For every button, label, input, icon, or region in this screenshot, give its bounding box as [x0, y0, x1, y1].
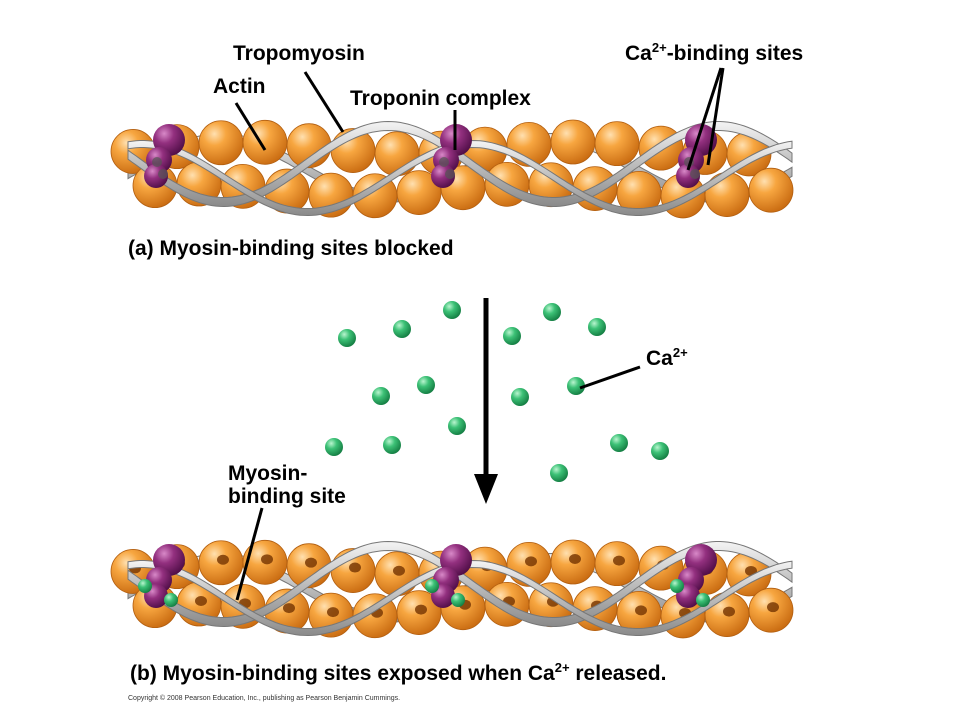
ca-binding-site: [690, 169, 700, 179]
calcium-ion: [383, 436, 401, 454]
actin-subunit: [374, 131, 420, 177]
myosin-binding-site: [393, 565, 405, 576]
myosin-binding-site: [261, 554, 273, 565]
leader-tropomyosin: [303, 71, 345, 133]
myosin-binding-site: [327, 607, 339, 618]
calcium-ion: [393, 320, 411, 338]
myosin-binding-site: [525, 556, 537, 567]
bound-calcium-ion: [164, 593, 178, 607]
calcium-ion: [443, 301, 461, 319]
calcium-ion: [550, 464, 568, 482]
caption-b: (b) Myosin-binding sites exposed when Ca…: [130, 660, 667, 686]
myosin-binding-site: [767, 602, 779, 613]
myosin-binding-site: [305, 557, 317, 568]
filament-b: [110, 539, 794, 639]
ca-binding-site: [152, 157, 162, 167]
myosin-binding-site: [195, 596, 207, 607]
caption-b-post: released.: [569, 662, 667, 685]
leader-lines: [234, 67, 725, 601]
calcium-ion: [511, 388, 529, 406]
calcium-ion: [543, 303, 561, 321]
myosin-binding-site: [217, 554, 229, 565]
calcium-ion: [448, 417, 466, 435]
bound-calcium-ion: [670, 579, 684, 593]
leader-actin: [234, 102, 267, 151]
actin-subunit: [594, 121, 640, 167]
myosin-binding-site: [723, 606, 735, 617]
label-myosin-line2: binding site: [228, 485, 346, 509]
label-ca-ion-base: Ca: [646, 347, 673, 370]
actin-subunit: [396, 170, 442, 215]
myosin-binding-site: [569, 554, 581, 565]
label-troponin-complex: Troponin complex: [350, 87, 531, 110]
calcium-ion: [417, 376, 435, 394]
caption-a: (a) Myosin-binding sites blocked: [128, 237, 454, 260]
calcium-ion: [567, 377, 585, 395]
ca-binding-site: [445, 169, 455, 179]
leader-ca-site-1: [686, 67, 723, 171]
myosin-binding-site: [349, 562, 361, 573]
bound-calcium-ion: [138, 579, 152, 593]
ca-binding-site: [158, 169, 168, 179]
calcium-ion: [610, 434, 628, 452]
actin-subunit: [704, 172, 750, 217]
myosin-binding-site: [283, 603, 295, 614]
leader-myosin-site: [235, 507, 264, 601]
label-ca-ion: Ca2+: [646, 345, 688, 370]
tropomyosin-strand-front: [127, 559, 793, 637]
label-ca-binding-sites: Ca2+-binding sites: [625, 40, 804, 65]
release-arrow-head: [474, 474, 498, 504]
bound-calcium-ion: [425, 579, 439, 593]
leader-ca-ion: [579, 365, 641, 390]
bound-calcium-ion: [696, 593, 710, 607]
tropomyosin-strand-front: [127, 540, 793, 628]
calcium-ions: [325, 301, 669, 482]
actin-subunit: [748, 167, 794, 213]
bound-calcium-ion: [451, 593, 465, 607]
myosin-binding-site: [415, 604, 427, 615]
calcium-ion: [338, 329, 356, 347]
label-myosin-line1: Myosin-: [228, 462, 308, 485]
label-actin: Actin: [213, 75, 266, 98]
label-ca-binding-sup: 2+: [651, 40, 667, 55]
myosin-binding-site: [635, 605, 647, 616]
caption-b-pre: (b) Myosin-binding sites exposed when Ca: [130, 662, 555, 685]
calcium-ion: [325, 438, 343, 456]
tropomyosin-strand-front: [127, 120, 793, 208]
calcium-ion: [372, 387, 390, 405]
calcium-ion: [588, 318, 606, 336]
leader-ca-site-2: [706, 67, 725, 166]
actin-subunit: [550, 119, 596, 165]
actin-subunit: [198, 120, 244, 166]
label-ca-binding-rest: -binding sites: [666, 42, 804, 65]
calcium-ion: [503, 327, 521, 345]
caption-b-sup: 2+: [554, 660, 570, 675]
calcium-ion: [651, 442, 669, 460]
label-tropomyosin: Tropomyosin: [233, 42, 365, 65]
label-myosin-binding-site: Myosin- binding site: [228, 462, 346, 508]
label-ca-ion-sup: 2+: [672, 345, 688, 360]
label-ca-binding-base: Ca: [625, 42, 652, 65]
ca-binding-site: [439, 157, 449, 167]
myosin-binding-site: [613, 555, 625, 566]
filament-a: [110, 119, 794, 219]
tropomyosin-strand-front: [127, 139, 793, 217]
copyright-notice: Copyright © 2008 Pearson Education, Inc.…: [128, 695, 401, 702]
